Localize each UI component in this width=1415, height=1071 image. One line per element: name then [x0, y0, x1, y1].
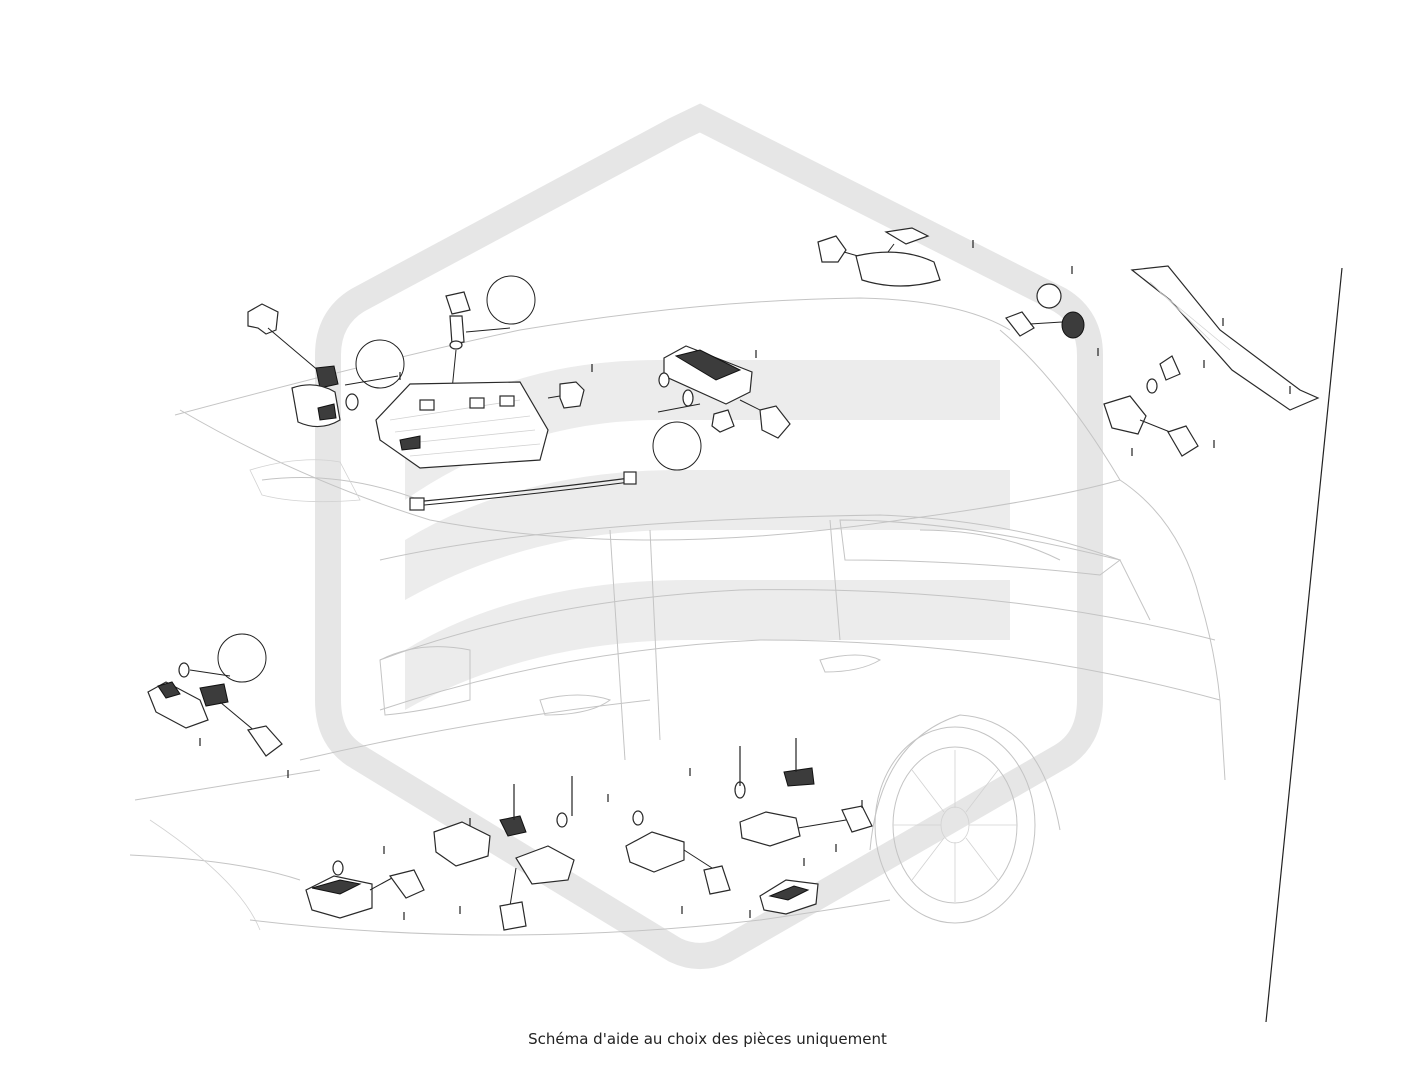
vehicle-outline — [129, 297, 1226, 936]
door-lamp-1[interactable] — [305, 860, 425, 919]
callout-circle — [652, 421, 702, 471]
lamp-socket-ring[interactable] — [1005, 283, 1085, 339]
callout-circle — [355, 339, 405, 389]
callout-circle — [486, 275, 536, 325]
diagram-caption: Schéma d'aide au choix des pièces unique… — [528, 1030, 887, 1048]
door-lamp-4[interactable] — [734, 767, 873, 847]
front-overhead-console[interactable] — [375, 275, 585, 469]
front-footwell-lamp[interactable] — [147, 633, 283, 757]
tailgate-trim-panel[interactable] — [1130, 265, 1320, 411]
cargo-lamp-lens[interactable] — [817, 227, 941, 287]
tailgate-lamp[interactable] — [1103, 355, 1199, 457]
roof-wiring-harness[interactable] — [409, 471, 637, 511]
door-lamp-2[interactable] — [433, 812, 575, 931]
rear-overhead-light-module[interactable] — [652, 345, 791, 471]
reference-line — [1265, 267, 1343, 1023]
callout-circle — [217, 633, 267, 683]
door-lamp-3[interactable] — [625, 810, 731, 895]
door-lamp-5[interactable] — [759, 879, 819, 915]
reference-ticks — [199, 240, 1291, 920]
visor-switch-left[interactable] — [247, 303, 405, 428]
lamp-socket-knob[interactable] — [711, 409, 735, 433]
watermark-logo — [315, 103, 1103, 969]
